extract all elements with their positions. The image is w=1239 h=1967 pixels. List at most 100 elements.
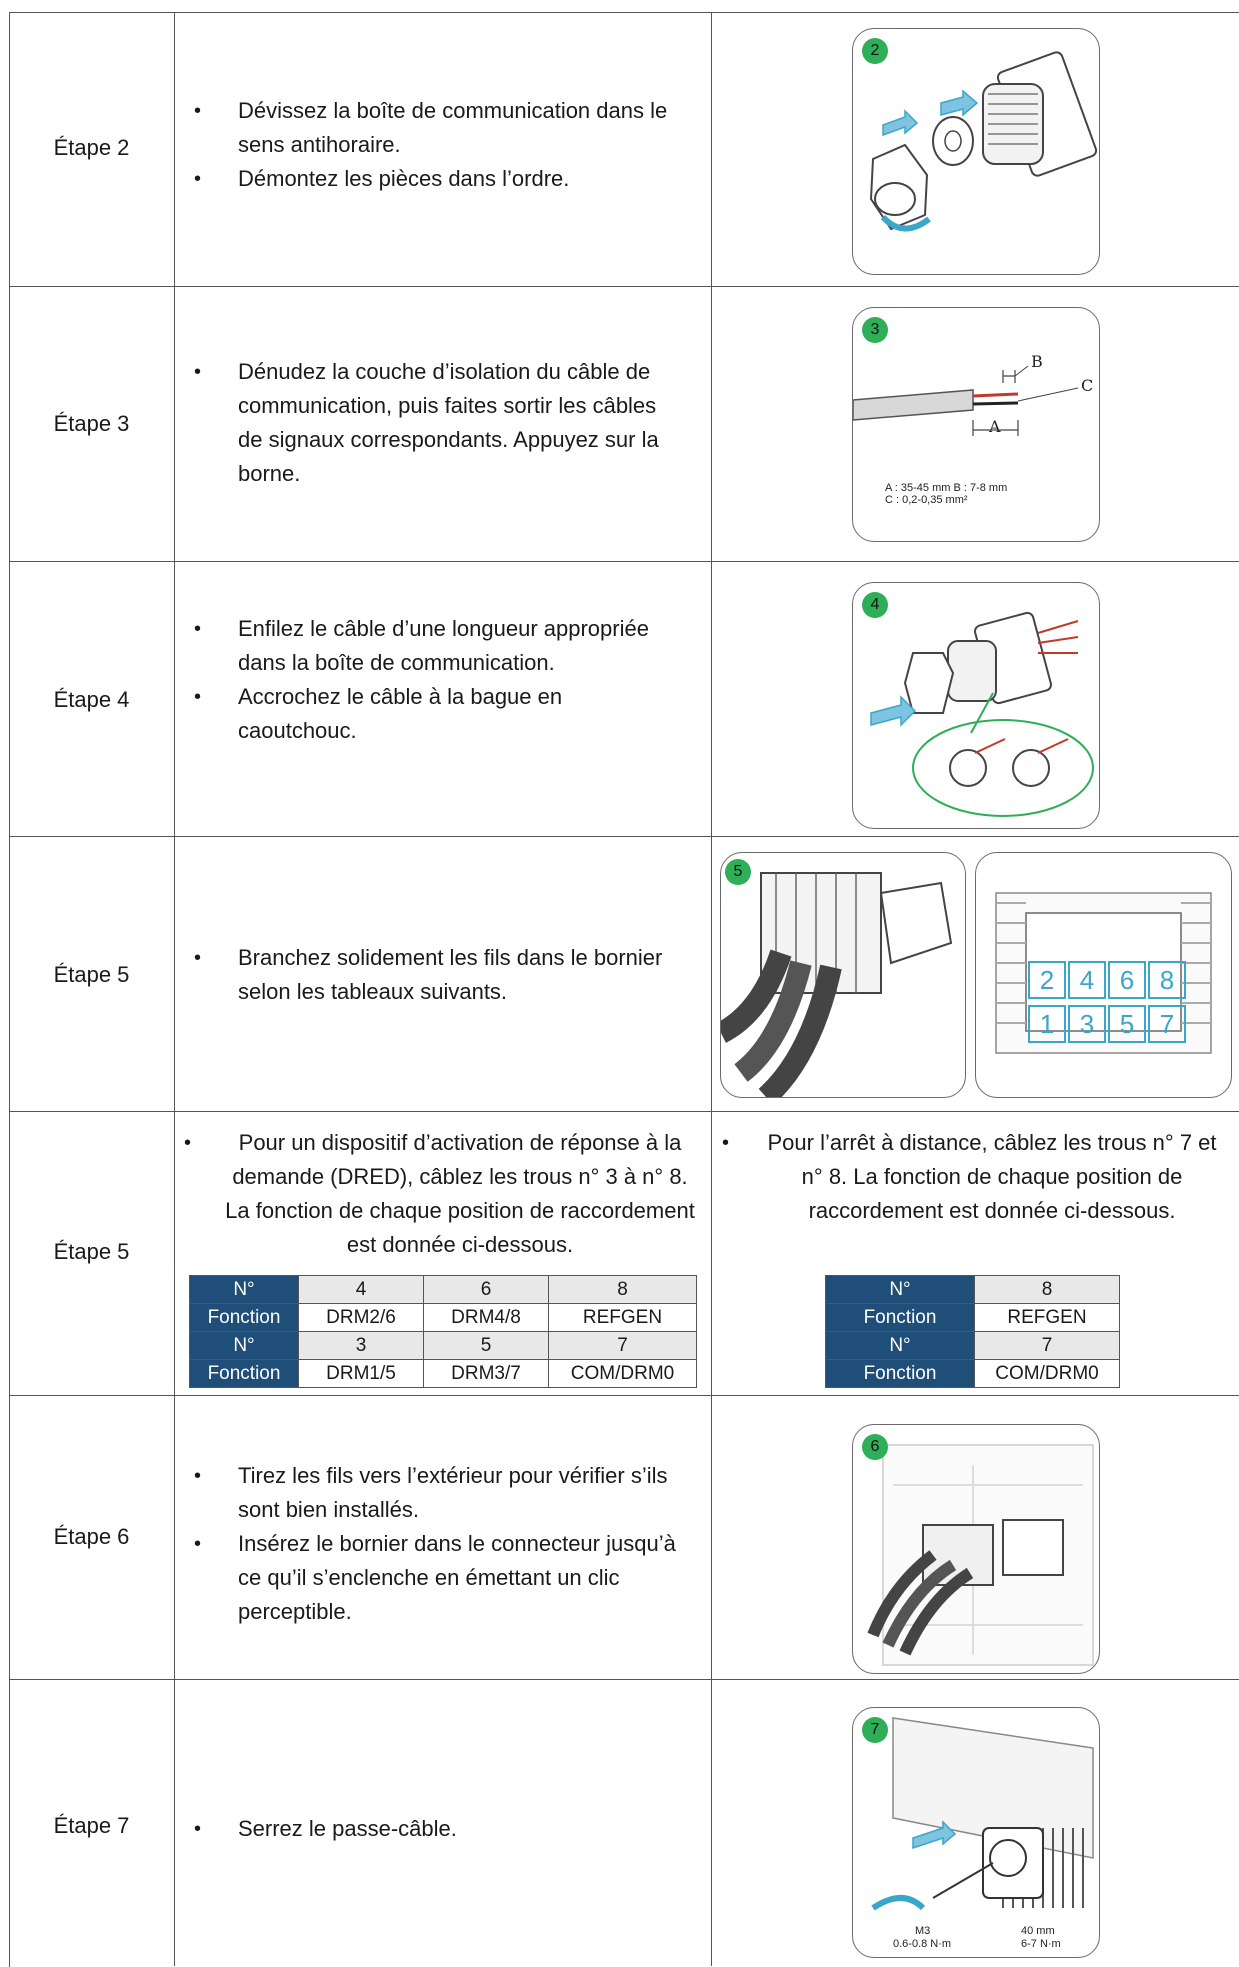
screw-spec: M3 <box>915 1925 931 1937</box>
gland-torque: 6-7 N·m <box>1021 1938 1061 1950</box>
instruction-list: Tirez les fils vers l’extérieur pour vér… <box>186 1459 686 1629</box>
table-cell: COM/DRM0 <box>548 1359 697 1388</box>
illustration-card: 7 M3 0.6-0.8 N·m 40 mm 6-7 N·m <box>852 1707 1100 1958</box>
table-row: Fonction REFGEN <box>825 1303 1120 1332</box>
table-cell: DRM1/5 <box>298 1359 424 1388</box>
step-badge: 7 <box>862 1717 888 1743</box>
table-cell: 3 <box>298 1331 424 1360</box>
terminal-number: 2 <box>1028 961 1066 999</box>
instruction-item: Dévissez la boîte de communication dans … <box>186 94 686 162</box>
illustration-card: 3 B C A A : 35-45 mm B : 7-8 mm C : 0,2-… <box>852 307 1100 542</box>
dred-function-table: N° 4 6 8 Fonction DRM2/6 DRM4/8 REFGEN N… <box>189 1275 697 1388</box>
column-divider-2 <box>711 12 712 1966</box>
table-cell: DRM3/7 <box>423 1359 549 1388</box>
table-cell: Fonction <box>189 1303 299 1332</box>
instruction-list: Enfilez le câble d’une longueur appropri… <box>186 612 686 748</box>
row-divider <box>9 836 1239 837</box>
step-badge: 6 <box>862 1434 888 1460</box>
terminal-number: 4 <box>1068 961 1106 999</box>
terminal-number: 8 <box>1148 961 1186 999</box>
table-cell: N° <box>825 1331 975 1360</box>
terminal-number: 5 <box>1108 1005 1146 1043</box>
table-cell: DRM2/6 <box>298 1303 424 1332</box>
table-cell: 7 <box>974 1331 1120 1360</box>
row-divider <box>9 286 1239 287</box>
step-badge: 5 <box>725 859 751 885</box>
instruction-item: Serrez le passe-câble. <box>186 1812 686 1846</box>
instruction-item: Accrochez le câble à la bague en caoutch… <box>186 680 686 748</box>
instruction-item: Enfilez le câble d’une longueur appropri… <box>186 612 686 680</box>
table-cell: 8 <box>974 1275 1120 1304</box>
instruction-item: Tirez les fils vers l’extérieur pour vér… <box>186 1459 686 1527</box>
screw-torque: 0.6-0.8 N·m <box>893 1938 952 1950</box>
dred-instruction: • Pour un dispositif d’activation de rép… <box>176 1126 706 1262</box>
step-label: Étape 6 <box>53 1524 130 1549</box>
table-frame <box>9 12 1239 1967</box>
threading-illustration <box>870 611 1094 817</box>
table-cell: N° <box>825 1275 975 1304</box>
remote-stop-instruction: • Pour l’arrêt à distance, câblez les tr… <box>714 1126 1234 1228</box>
terminal-number-grid: 2 4 6 8 1 3 5 7 <box>1028 961 1188 1047</box>
terminal-wiring-illustration <box>721 872 953 1097</box>
table-cell: N° <box>189 1331 299 1360</box>
instruction-list: Branchez solidement les fils dans le bor… <box>186 941 686 1009</box>
instruction-list: Serrez le passe-câble. <box>186 1812 686 1846</box>
table-row: N° 7 <box>825 1331 1120 1360</box>
label-a: A <box>989 417 1001 436</box>
dred-instruction-text: Pour un dispositif d’activation de répon… <box>225 1130 695 1257</box>
bullet: • <box>184 1132 192 1154</box>
table-row: Fonction DRM1/5 DRM3/7 COM/DRM0 <box>189 1359 697 1388</box>
terminal-block-card: 2 4 6 8 1 3 5 7 <box>975 852 1232 1098</box>
bullet: • <box>722 1132 730 1154</box>
spec-caption-line1: A : 35-45 mm B : 7-8 mm <box>885 482 1008 494</box>
row-divider <box>9 1395 1239 1396</box>
table-cell: 6 <box>423 1275 549 1304</box>
instruction-list: Dévissez la boîte de communication dans … <box>186 94 686 196</box>
row-divider <box>9 1111 1239 1112</box>
instruction-item: Branchez solidement les fils dans le bor… <box>186 941 686 1009</box>
stripping-diagram <box>853 365 1079 436</box>
spec-caption-line2: C : 0,2-0,35 mm² <box>885 494 968 506</box>
table-cell: DRM4/8 <box>423 1303 549 1332</box>
disassembly-illustration <box>869 51 1098 232</box>
table-cell: 5 <box>423 1331 549 1360</box>
table-row: Fonction COM/DRM0 <box>825 1359 1120 1388</box>
step-label: Étape 7 <box>53 1813 130 1838</box>
instruction-item: Insérez le bornier dans le connecteur ju… <box>186 1527 686 1629</box>
remote-stop-function-table: N° 8 Fonction REFGEN N° 7 Fonction COM/D… <box>825 1275 1120 1388</box>
instruction-item: Démontez les pièces dans l’ordre. <box>186 162 686 196</box>
terminal-block-illustration <box>995 892 1212 1054</box>
row-divider <box>9 561 1239 562</box>
step-label: Étape 2 <box>53 135 130 160</box>
remote-stop-instruction-text: Pour l’arrêt à distance, câblez les trou… <box>767 1130 1217 1223</box>
step-badge: 3 <box>862 317 888 343</box>
step-label: Étape 4 <box>53 687 130 712</box>
row-divider <box>9 1679 1239 1680</box>
table-cell: REFGEN <box>548 1303 697 1332</box>
cable-gland-tightening-illustration <box>871 1717 1094 1911</box>
table-cell: 4 <box>298 1275 424 1304</box>
step-label: Étape 3 <box>53 411 130 436</box>
table-row: N° 4 6 8 <box>189 1275 697 1304</box>
table-row: Fonction DRM2/6 DRM4/8 REFGEN <box>189 1303 697 1332</box>
column-divider-1 <box>174 12 175 1966</box>
table-row: N° 8 <box>825 1275 1120 1304</box>
table-cell: 7 <box>548 1331 697 1360</box>
table-cell: Fonction <box>825 1303 975 1332</box>
terminal-number: 6 <box>1108 961 1146 999</box>
step-badge: 4 <box>862 592 888 618</box>
instruction-list: Dénudez la couche d’isolation du câble d… <box>186 355 686 491</box>
terminal-number: 7 <box>1148 1005 1186 1043</box>
table-cell: Fonction <box>825 1359 975 1388</box>
table-row: N° 3 5 7 <box>189 1331 697 1360</box>
table-cell: Fonction <box>189 1359 299 1388</box>
terminal-number: 1 <box>1028 1005 1066 1043</box>
step-label: Étape 5 <box>53 1239 130 1264</box>
terminal-number: 3 <box>1068 1005 1106 1043</box>
table-cell: 8 <box>548 1275 697 1304</box>
step-label: Étape 5 <box>53 962 130 987</box>
instruction-item: Dénudez la couche d’isolation du câble d… <box>186 355 686 491</box>
table-cell: COM/DRM0 <box>974 1359 1120 1388</box>
label-c: C <box>1081 376 1094 395</box>
step-badge: 2 <box>862 38 888 64</box>
